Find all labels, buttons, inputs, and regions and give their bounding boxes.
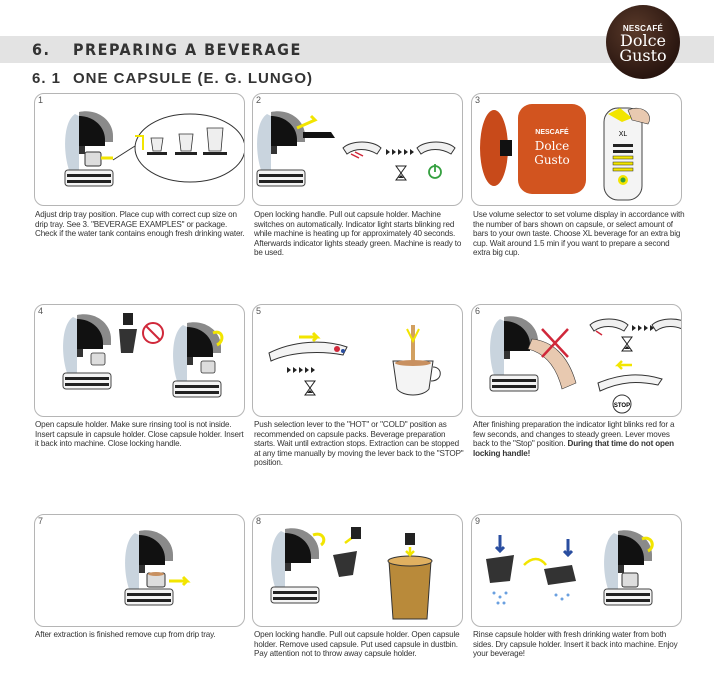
step-2-number: 2	[256, 95, 262, 105]
step-8-drawing	[270, 527, 433, 620]
step-2-illustration: 2	[252, 93, 463, 206]
subsection-title: 6. 1 ONE CAPSULE (E. G. LUNGO)	[32, 70, 313, 87]
step-9-number: 9	[475, 516, 481, 526]
logo-line2: Gusto	[619, 46, 667, 65]
section-header-band	[0, 36, 714, 63]
step-8-number: 8	[256, 516, 262, 526]
cup-icon	[621, 572, 639, 588]
step-3-drawing: NESCAFÉ Dolce Gusto XL	[480, 104, 650, 201]
section-number: 6.	[32, 40, 51, 59]
step-6-number: 6	[475, 306, 481, 316]
brand-logo: NESCAFÉ Dolce Gusto	[606, 5, 680, 79]
step-6-caption: After finishing preparation the indicato…	[473, 420, 686, 458]
xl-label: XL	[619, 131, 628, 138]
step-5-illustration: 5	[252, 304, 463, 417]
step-6-text: After finishing preparation the indicato…	[473, 420, 675, 449]
subsection-title-text: ONE CAPSULE (E. G. LUNGO)	[73, 70, 314, 87]
step-8-text: Open locking handle. Pull out capsule ho…	[254, 630, 460, 659]
step-7-illustration: 7	[34, 514, 245, 627]
step-7-caption: After extraction is finished remove cup …	[35, 630, 248, 640]
stop-label: STOP	[614, 403, 630, 409]
step-6-drawing: STOP	[489, 315, 681, 414]
step-2-text: Open locking handle. Pull out capsule ho…	[254, 210, 462, 258]
step-3-caption: Use volume selector to set volume displa…	[473, 210, 686, 258]
capsule-side	[480, 110, 508, 186]
capsule-brand-label: NESCAFÉ	[535, 127, 569, 136]
step-6-warning: During that time do not open locking han…	[473, 439, 674, 458]
coffee-stream	[411, 325, 415, 363]
water-arrow-icon	[494, 535, 506, 554]
step-3-number: 3	[475, 95, 481, 105]
cup-icon	[392, 360, 434, 396]
step-1-drawing	[64, 110, 244, 187]
capsule-holder	[486, 555, 514, 583]
dustbin-icon	[388, 560, 432, 620]
step-1-caption: Adjust drip tray position. Place cup wit…	[35, 210, 248, 239]
step-5-number: 5	[256, 306, 262, 316]
subsection-number: 6. 1	[32, 70, 62, 87]
step-1-illustration: 1	[34, 93, 245, 206]
step-4-text: Open capsule holder. Make sure rinsing t…	[35, 420, 244, 449]
step-7-drawing	[124, 529, 191, 606]
step-8-illustration: 8	[252, 514, 463, 627]
capsule-name-line1: Dolce	[535, 139, 570, 153]
section-title: 6. PREPARING A BEVERAGE	[32, 40, 302, 59]
volume-selector	[603, 107, 643, 201]
do-not-icon	[541, 328, 569, 358]
step-8-caption: Open locking handle. Pull out capsule ho…	[254, 630, 467, 659]
logo-brand: NESCAFÉ	[622, 24, 664, 33]
step-7-text: After extraction is finished remove cup …	[35, 630, 216, 639]
step-1-text: Adjust drip tray position. Place cup wit…	[35, 210, 245, 239]
step-1-number: 1	[38, 95, 44, 105]
step-3-illustration: 3 NESCAFÉ Dolce Gusto XL	[471, 93, 682, 206]
step-9-caption: Rinse capsule holder with fresh drinking…	[473, 630, 686, 659]
step-5-text: Push selection lever to the "HOT" or "CO…	[254, 420, 464, 468]
step-7-number: 7	[38, 516, 44, 526]
section-title-text: PREPARING A BEVERAGE	[73, 40, 302, 59]
cup-icon	[84, 151, 102, 167]
step-3-text: Use volume selector to set volume displa…	[473, 210, 685, 258]
step-4-drawing	[62, 313, 224, 398]
step-2-drawing	[256, 110, 456, 187]
prohibited-icon	[142, 322, 164, 344]
step-4-caption: Open capsule holder. Make sure rinsing t…	[35, 420, 248, 449]
hand-illustration	[527, 338, 577, 390]
step-5-drawing	[268, 325, 441, 396]
step-9-text: Rinse capsule holder with fresh drinking…	[473, 630, 678, 659]
step-2-caption: Open locking handle. Pull out capsule ho…	[254, 210, 467, 258]
step-4-number: 4	[38, 306, 44, 316]
step-5-caption: Push selection lever to the "HOT" or "CO…	[254, 420, 467, 468]
step-4-illustration: 4	[34, 304, 245, 417]
selection-lever	[268, 341, 348, 362]
step-6-illustration: 6 STOP	[471, 304, 682, 417]
logo-line1: Dolce	[619, 31, 666, 50]
step-9-illustration: 9	[471, 514, 682, 627]
stop-icon	[612, 394, 632, 414]
capsule-name-line2: Gusto	[534, 153, 570, 167]
step-9-drawing	[486, 529, 654, 606]
capsule-top	[518, 104, 586, 194]
